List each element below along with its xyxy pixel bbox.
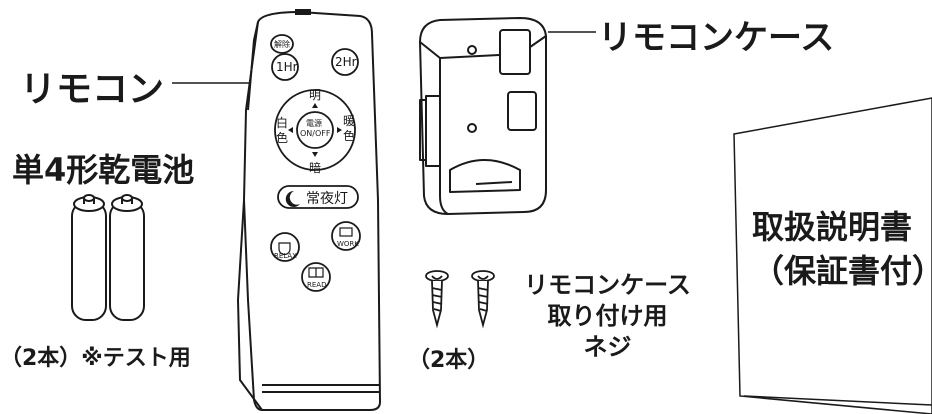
screw-title-line-3: ネジ	[583, 333, 632, 361]
night-light-label: 常夜灯	[306, 191, 348, 207]
manual-title: 取扱説明書 （保証書付）	[752, 205, 932, 293]
moon-icon	[285, 190, 300, 207]
warm-label-1: 暖	[343, 114, 356, 128]
remote-label: リモコン	[20, 69, 165, 110]
manual-title-line-2: （保証書付）	[752, 252, 932, 290]
screw-title-line-2: 取り付け用	[547, 302, 668, 330]
manual-booklet-icon	[733, 97, 932, 414]
case-label: リモコンケース	[598, 18, 835, 58]
work-label: WORK	[337, 240, 359, 248]
power-button[interactable]	[296, 111, 334, 149]
release-label: 解除	[274, 40, 290, 49]
screw-title-line-1: リモコンケース	[524, 271, 691, 299]
white-label-2: 色	[276, 131, 289, 145]
battery-qty-label: （2本）※テスト用	[0, 346, 191, 371]
screw-left-icon	[425, 270, 449, 329]
warm-label-2: 色	[343, 129, 356, 143]
book-icon	[308, 267, 324, 278]
bright-label: 明	[309, 88, 322, 102]
read-label: READ	[307, 281, 327, 289]
timer-1hr-button[interactable]	[271, 53, 299, 81]
battery-right-icon	[109, 194, 145, 321]
white-label-1: 白	[276, 116, 289, 130]
screw-right-icon	[471, 270, 495, 329]
manual-title-line-1: 取扱説明書	[752, 208, 913, 246]
laptop-icon	[339, 227, 353, 237]
relax-button[interactable]	[270, 232, 300, 262]
timer-1hr-label: 1Hr	[276, 60, 298, 74]
night-light-button[interactable]	[277, 185, 359, 209]
dark-label: 暗	[309, 161, 322, 175]
battery-left-icon	[71, 194, 107, 321]
dpad-arrows	[288, 103, 342, 157]
screw-qty-label: （2本）	[408, 348, 490, 373]
cup-icon	[278, 242, 291, 256]
relax-label: RELAX	[274, 252, 297, 260]
release-button[interactable]	[270, 34, 294, 54]
battery-label: 単4形乾電池	[12, 151, 195, 189]
timer-2hr-label: 2Hr	[335, 55, 357, 69]
power-label-2: ON/OFF	[300, 129, 331, 138]
timer-2hr-button[interactable]	[331, 48, 359, 76]
remote-case-icon	[419, 17, 547, 215]
power-label-1: 電源	[306, 119, 322, 128]
screw-title: リモコンケース 取り付け用 ネジ	[505, 270, 710, 363]
